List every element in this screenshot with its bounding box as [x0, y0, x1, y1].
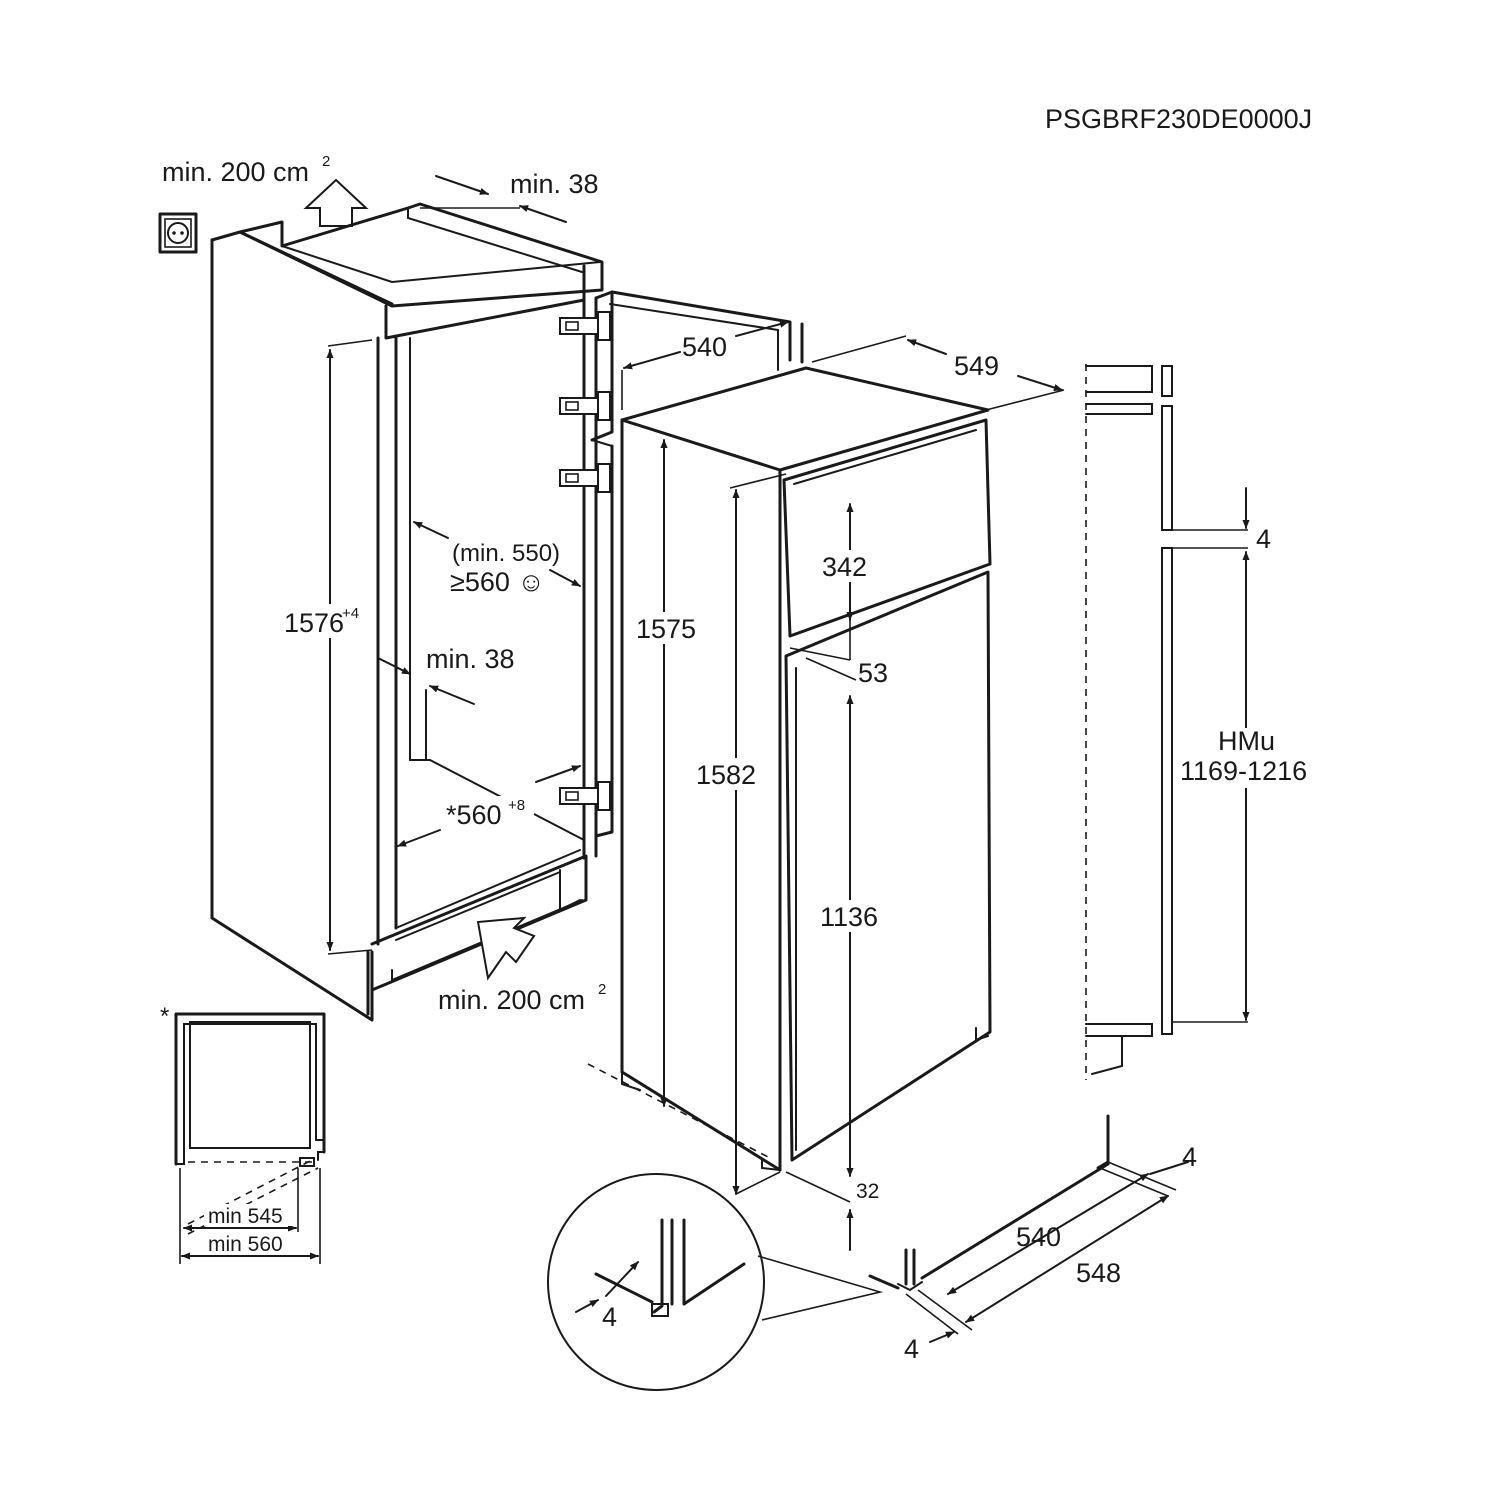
refrigerator-body: [587, 366, 992, 1172]
airflow-arrow-icon: [303, 178, 369, 227]
appliance-depth-label: 540: [682, 332, 727, 362]
vent-top-label: min. 200 cm 2: [162, 153, 330, 187]
cabinet-niche: [210, 202, 804, 1022]
hinge-2: [559, 391, 611, 421]
fridge-door-label: 1136: [820, 902, 878, 932]
cabinet-height-dimension: [326, 339, 373, 955]
zoom-detail: [547, 1173, 884, 1391]
svg-text:2: 2: [598, 981, 606, 998]
appliance-width-dimension: [811, 335, 1065, 411]
base-depth-inner-label: 540: [1016, 1222, 1061, 1252]
svg-text:min. 200 cm: min. 200 cm: [162, 157, 309, 187]
svg-text:*560: *560: [446, 800, 502, 830]
base-offset-front-label: 4: [904, 1334, 919, 1364]
svg-text:+4: +4: [342, 605, 359, 622]
footnote-mark: *: [160, 1003, 169, 1030]
appliance-depth-dimension: [621, 320, 789, 410]
cabinet-width-label: *560 +8: [446, 797, 525, 830]
side-profile: [1085, 364, 1248, 1080]
base-depth-outer-label: 548: [1076, 1258, 1121, 1288]
cabinet-depth-min: (min. 550): [452, 540, 560, 567]
rear-gap-dimension: [377, 657, 475, 705]
base-detail: [868, 1114, 1189, 1343]
niche-min-inner-label: min 545: [208, 1205, 283, 1228]
svg-text:+8: +8: [508, 797, 525, 814]
cabinet-depth-rec: ≥560 ☺: [450, 567, 545, 597]
socket-icon: [158, 212, 198, 254]
bottom-gap-label: 32: [856, 1180, 879, 1203]
svg-text:2: 2: [322, 153, 330, 170]
cabinet-depth-dimension: [413, 521, 581, 587]
niche-plan: [174, 1012, 326, 1264]
top-gap-label: min. 38: [510, 169, 599, 199]
svg-text:1576: 1576: [284, 608, 344, 638]
model-code: PSGBRF230DE0000J: [1045, 104, 1312, 134]
side-gap-label: 4: [1256, 524, 1271, 554]
base-offset-back-label: 4: [1182, 1142, 1197, 1172]
hinge-3: [559, 463, 611, 493]
freezer-door-label: 342: [822, 552, 867, 582]
hinge-4: [559, 781, 611, 811]
zoom-gap-label: 4: [602, 1302, 617, 1332]
niche-min-outer-label: min 560: [208, 1233, 283, 1256]
hinge-1: [559, 311, 611, 341]
body-height-label: 1575: [636, 614, 696, 644]
total-height-dimension: [729, 473, 787, 1195]
svg-text:min. 200 cm: min. 200 cm: [438, 985, 585, 1015]
bottom-gap-dimension: [785, 1171, 854, 1251]
bottom-vent-arrow-icon: [476, 916, 536, 981]
rear-gap-label: min. 38: [426, 644, 515, 674]
door-gap-label: 53: [858, 658, 888, 688]
vent-bottom-label: min. 200 cm 2: [438, 981, 606, 1015]
appliance-width-label: 549: [954, 351, 999, 381]
hmu-label: HMu: [1218, 726, 1275, 756]
cabinet-height-label: 1576 +4: [284, 605, 359, 638]
door-gap-dimension: [789, 647, 857, 681]
hmu-range: 1169-1216: [1180, 756, 1307, 786]
cabinet-width-dimension: [397, 765, 581, 847]
total-height-label: 1582: [696, 760, 756, 790]
